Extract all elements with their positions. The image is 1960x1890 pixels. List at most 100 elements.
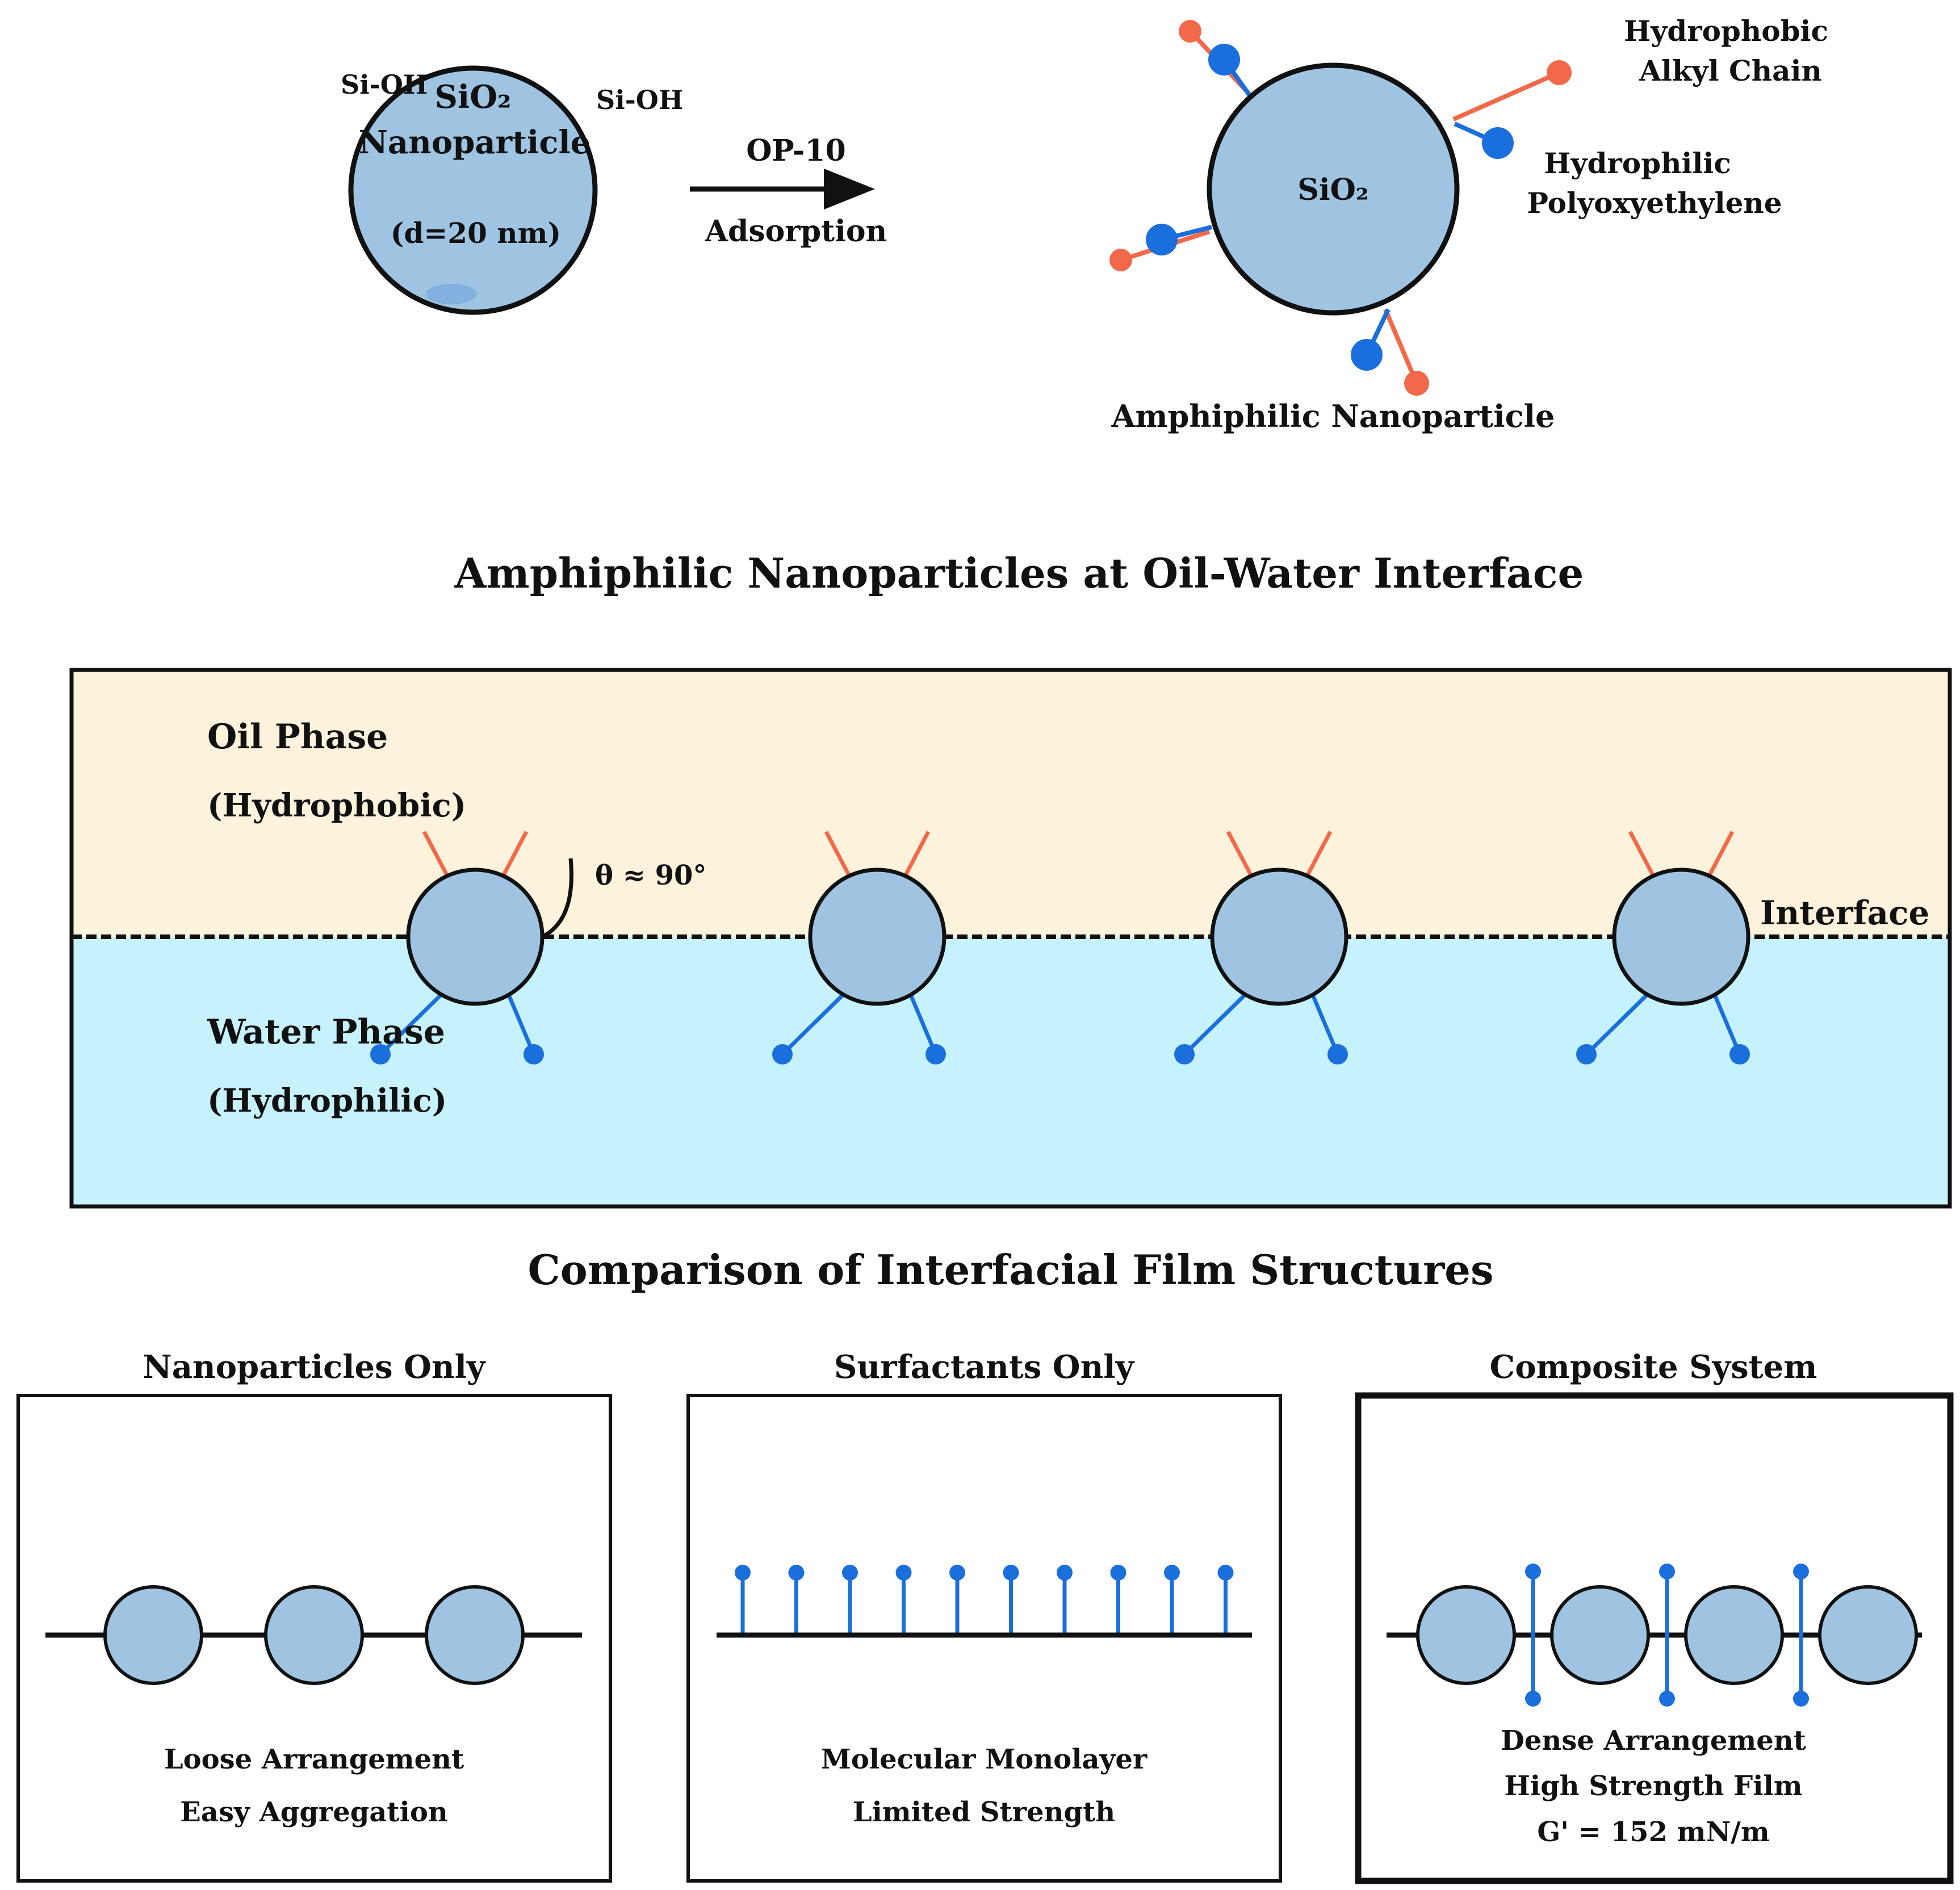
panel-nanoparticles-only: Nanoparticles Only Loose Arrangement Eas… [16,1348,612,1883]
hydrophobic-tail [1706,831,1735,878]
surfactant-head [949,1565,965,1581]
hydrophilic-label-line1: Hydrophilic [1544,146,1731,180]
hydrophobic-tail-end [1109,249,1132,271]
surfactant-head [1659,1691,1675,1707]
surfactant-head [1793,1691,1809,1707]
nanoparticle [1416,1585,1516,1685]
panel-caption-line2: High Strength Film [1505,1770,1803,1802]
comparison-section-title: Comparison of Interfacial Film Structure… [527,1246,1493,1294]
hydrophilic-head [1327,1044,1348,1065]
surfactant-head [1217,1565,1234,1581]
arrow-label-adsorption: Adsorption [705,214,887,249]
hydrophilic-chain [908,992,938,1055]
interface-nanoparticle [808,868,947,1006]
surfactant-head [1057,1565,1073,1581]
hydrophilic-chain [1585,992,1650,1056]
silanol-label-left: Si-OH [341,69,428,100]
plain-particle-size: (d=20 nm) [391,216,561,250]
hydrophobic-tail-end [1547,60,1572,85]
surfactant-head [1003,1565,1019,1581]
surfactant-head [895,1565,912,1581]
surfactant-head [1659,1564,1675,1579]
surfactant-head [1525,1564,1541,1579]
hydrophobic-tail [1628,831,1656,878]
panel-title: Surfactants Only [834,1348,1135,1386]
nanoparticle [1818,1585,1918,1685]
panel-title: Composite System [1490,1348,1817,1386]
arrow-label-op10: OP-10 [746,133,846,168]
amphiphilic-nanoparticle-group: SiO₂ Hydrophobic Alkyl Chain Hydrophilic… [1109,14,1828,434]
hydrophobic-tail-end [1404,371,1429,396]
hydrophilic-head [370,1044,391,1065]
silanol-label-right: Si-OH [596,85,683,115]
hydrophilic-head [1208,44,1240,76]
panel-caption-line2: Limited Strength [853,1796,1115,1828]
contact-angle-arc [541,858,573,939]
nanoparticle [1550,1585,1650,1685]
surfactant-head [1525,1691,1541,1707]
panel-composite-system: Composite System Dense Arrangement High … [1355,1348,1954,1884]
hydrophobic-chain [1452,70,1560,121]
panel-particles [103,1585,525,1685]
hydrophilic-label-line2: Polyoxyethylene [1527,186,1782,220]
surfactant-head [1110,1565,1126,1581]
particle-highlight [426,284,477,304]
surfactant-head [842,1565,858,1581]
hydrophobic-chain [1383,308,1419,384]
hydrophilic-head [1351,339,1383,371]
hydrophilic-head [523,1044,544,1065]
plain-particle-title-sio2: SiO₂ [434,78,511,116]
surfactant-head [1164,1565,1180,1581]
hydrophobic-tail [422,831,450,878]
interface-label: Interface [1760,894,1929,932]
plain-sio2-particle [348,65,598,315]
hydrophilic-chain [379,992,444,1056]
interface-nanoparticle [406,868,545,1006]
surfactant-head [735,1565,751,1581]
amphiphilic-particle-caption: Amphiphilic Nanoparticle [1111,398,1555,434]
nanoparticle [1684,1585,1784,1685]
hydrophobic-tail [1226,831,1254,878]
hydrophilic-head [925,1044,946,1065]
hydrophilic-head [1482,127,1514,159]
hydrophilic-chain [781,992,846,1056]
nanoparticle [425,1585,525,1685]
oil-phase-sublabel: (Hydrophobic) [207,787,466,824]
hydrophobic-label-line1: Hydrophobic [1624,14,1828,48]
op10-adsorption-arrow-group: OP-10 Adsorption [690,133,887,249]
hydrophilic-head [1576,1044,1597,1065]
hydrophilic-head [1729,1044,1750,1065]
interface-particles [370,831,1750,1065]
nanoparticle [103,1585,203,1685]
hydrophilic-head [1174,1044,1195,1065]
hydrophobic-tail [902,831,931,878]
plain-particle-title-nanoparticle: Nanoparticle [359,124,591,161]
hydrophobic-tail-end [1179,20,1201,43]
oil-phase-label: Oil Phase [207,717,388,757]
panel-caption-line3: G' = 152 mN/m [1537,1816,1769,1848]
water-phase-sublabel: (Hydrophilic) [207,1082,447,1120]
nanoparticle [264,1585,364,1685]
hydrophilic-head [772,1044,793,1065]
hydrophilic-chain [1712,992,1742,1055]
hydrophilic-head [1146,224,1178,255]
interface-section-title: Amphiphilic Nanoparticles at Oil-Water I… [454,549,1584,597]
panel-title: Nanoparticles Only [143,1348,486,1386]
contact-angle-label: θ ≈ 90° [595,860,706,891]
panel-caption-line1: Loose Arrangement [164,1744,464,1775]
surfactant-head [1793,1564,1809,1579]
hydrophilic-chain [1310,992,1340,1055]
hydrophilic-chain [1183,992,1248,1056]
hydrophobic-tail [1304,831,1333,878]
hydrophobic-tail [500,831,529,878]
panel-frame [686,1394,1282,1883]
interface-nanoparticle [1210,868,1348,1006]
panel-caption-line1: Dense Arrangement [1501,1725,1806,1757]
amphiphilic-sio2-particle [1207,62,1460,316]
surfactant-head [788,1565,805,1581]
plain-nanoparticle-group: Si-OH Si-OH SiO₂ Nanoparticle (d=20 nm) [341,65,683,315]
hydrophobic-tail [824,831,852,878]
panel-caption-line2: Easy Aggregation [180,1796,448,1828]
amphiphilic-particle-core-label: SiO₂ [1297,173,1368,207]
